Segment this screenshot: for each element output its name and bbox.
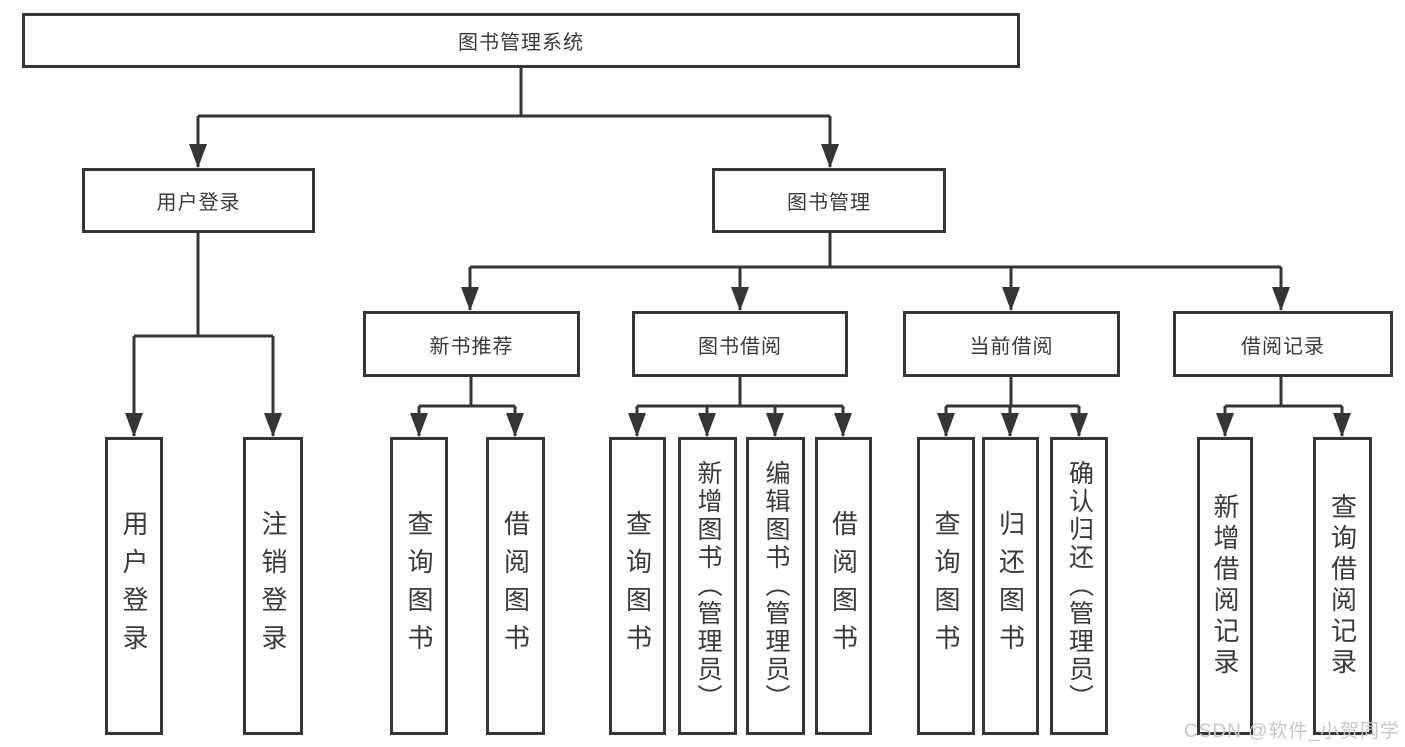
leaf-label: 编辑图书（管理员） — [762, 460, 790, 712]
leaf-query-books-current: 查询图书 — [917, 437, 975, 735]
leaf-add-borrow-record: 新增借阅记录 — [1197, 437, 1253, 735]
leaf-user-login: 用户登录 — [105, 437, 163, 735]
leaf-confirm-return-admin: 确认归还（管理员） — [1050, 437, 1108, 735]
node-label: 借阅记录 — [1241, 335, 1325, 358]
node-label: 图书管理 — [787, 192, 871, 214]
leaf-label: 查询图书 — [404, 510, 434, 662]
node-label: 图书管理系统 — [458, 32, 584, 54]
leaf-label: 新增图书（管理员） — [694, 460, 722, 712]
leaf-query-borrow-record: 查询借阅记录 — [1313, 437, 1372, 735]
leaf-borrow-books-borrowing: 借阅图书 — [815, 437, 872, 735]
leaf-add-book-admin: 新增图书（管理员） — [678, 437, 737, 735]
leaf-label: 新增借阅记录 — [1210, 493, 1240, 679]
node-new-book-recommendation: 新书推荐 — [363, 311, 580, 377]
node-book-management: 图书管理 — [712, 168, 946, 233]
node-library-system: 图书管理系统 — [22, 13, 1020, 68]
leaf-label: 借阅图书 — [828, 510, 859, 662]
node-borrowing-records: 借阅记录 — [1173, 311, 1393, 377]
leaf-label: 用户登录 — [119, 510, 149, 662]
leaf-logout: 注销登录 — [243, 437, 303, 735]
leaf-label: 查询图书 — [622, 510, 653, 662]
leaf-label: 查询借阅记录 — [1327, 493, 1358, 679]
node-current-borrowing: 当前借阅 — [903, 311, 1120, 377]
leaf-borrow-books-recommend: 借阅图书 — [486, 437, 545, 735]
leaf-label: 借阅图书 — [500, 510, 531, 662]
node-user-login: 用户登录 — [82, 168, 315, 233]
leaf-label: 确认归还（管理员） — [1065, 460, 1094, 712]
node-label: 图书借阅 — [698, 335, 782, 358]
leaf-label: 注销登录 — [258, 510, 288, 662]
node-label: 新书推荐 — [429, 335, 514, 358]
leaf-edit-book-admin: 编辑图书（管理员） — [746, 437, 805, 735]
node-book-borrowing: 图书借阅 — [632, 311, 848, 377]
leaf-query-books-borrowing: 查询图书 — [609, 437, 666, 735]
leaf-query-books-recommend: 查询图书 — [390, 437, 448, 735]
node-label: 当前借阅 — [969, 335, 1054, 358]
leaf-return-books: 归还图书 — [982, 437, 1039, 735]
leaf-label: 查询图书 — [931, 510, 961, 662]
leaf-label: 归还图书 — [995, 510, 1026, 662]
watermark-text: CSDN @软件_小贺同学 — [1184, 721, 1400, 742]
node-label: 用户登录 — [156, 192, 241, 214]
